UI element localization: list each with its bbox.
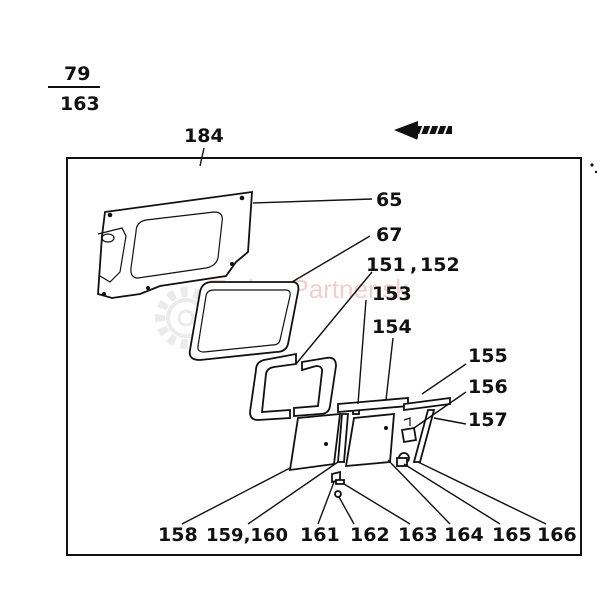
page-fraction: 79 163: [48, 63, 100, 115]
callout-67: 67: [376, 224, 402, 246]
leader-159: [247, 461, 339, 525]
leader-164: [387, 459, 451, 525]
callout-154: 154: [372, 316, 412, 338]
part-156-catch: [400, 417, 418, 444]
callout-65: 65: [376, 189, 402, 211]
leader-154: [385, 337, 394, 401]
figure-frame: [66, 157, 582, 556]
callout-157: 157: [468, 409, 508, 431]
leader-163: [343, 483, 411, 525]
part-162-washer: [334, 490, 342, 498]
callout-165: 165: [492, 524, 532, 546]
leader-65: [252, 198, 373, 204]
page-numerator: 79: [64, 63, 90, 85]
part-159-160-guide-rail: [337, 413, 349, 463]
callout-166: 166: [537, 524, 577, 546]
part-165-knob: [396, 452, 410, 467]
leader-155: [421, 363, 467, 395]
part-65-side-panel: [97, 190, 253, 299]
direction-arrow-icon: [394, 121, 452, 141]
part-67-window-seal: [188, 281, 300, 361]
callout-164: 164: [444, 524, 484, 546]
leader-162: [338, 496, 355, 525]
scan-speck: [590, 163, 594, 167]
leader-161: [317, 481, 335, 525]
leader-165: [403, 463, 501, 525]
callout-labels: 65 67 151 , 152 153 154 155 156 157 158 …: [158, 189, 577, 546]
leader-156: [413, 391, 467, 429]
leader-157: [433, 417, 467, 425]
leader-166: [417, 461, 547, 525]
page-denominator: 163: [60, 93, 100, 115]
callout-153: 153: [372, 283, 412, 305]
callout-161: 161: [300, 524, 340, 546]
scan-speck: [594, 170, 598, 174]
callout-163: 163: [398, 524, 438, 546]
leader-151: [295, 271, 373, 365]
part-158-glass-pane: [288, 412, 342, 472]
part-163-bolt: [335, 479, 345, 485]
part-151-152-channels: [249, 352, 337, 421]
callout-155: 155: [468, 345, 508, 367]
callout-151: 151: [366, 254, 406, 276]
leader-67: [291, 235, 371, 283]
callout-158: 158: [158, 524, 198, 546]
leader-153: [357, 299, 367, 405]
callout-156: 156: [468, 376, 508, 398]
figure-ref: 184: [184, 125, 224, 147]
callout-152-comma: ,: [410, 254, 417, 276]
part-157-vertical-rail: [412, 409, 436, 463]
callout-152: 152: [420, 254, 460, 276]
callout-162: 162: [350, 524, 390, 546]
part-155-strip: [403, 396, 451, 412]
leader-158: [181, 467, 291, 525]
part-164-glass-pane: [344, 412, 395, 468]
callout-159-160: 159,160: [206, 525, 288, 546]
leader-lines: [181, 198, 547, 525]
part-154-latch-bar: [337, 397, 409, 413]
